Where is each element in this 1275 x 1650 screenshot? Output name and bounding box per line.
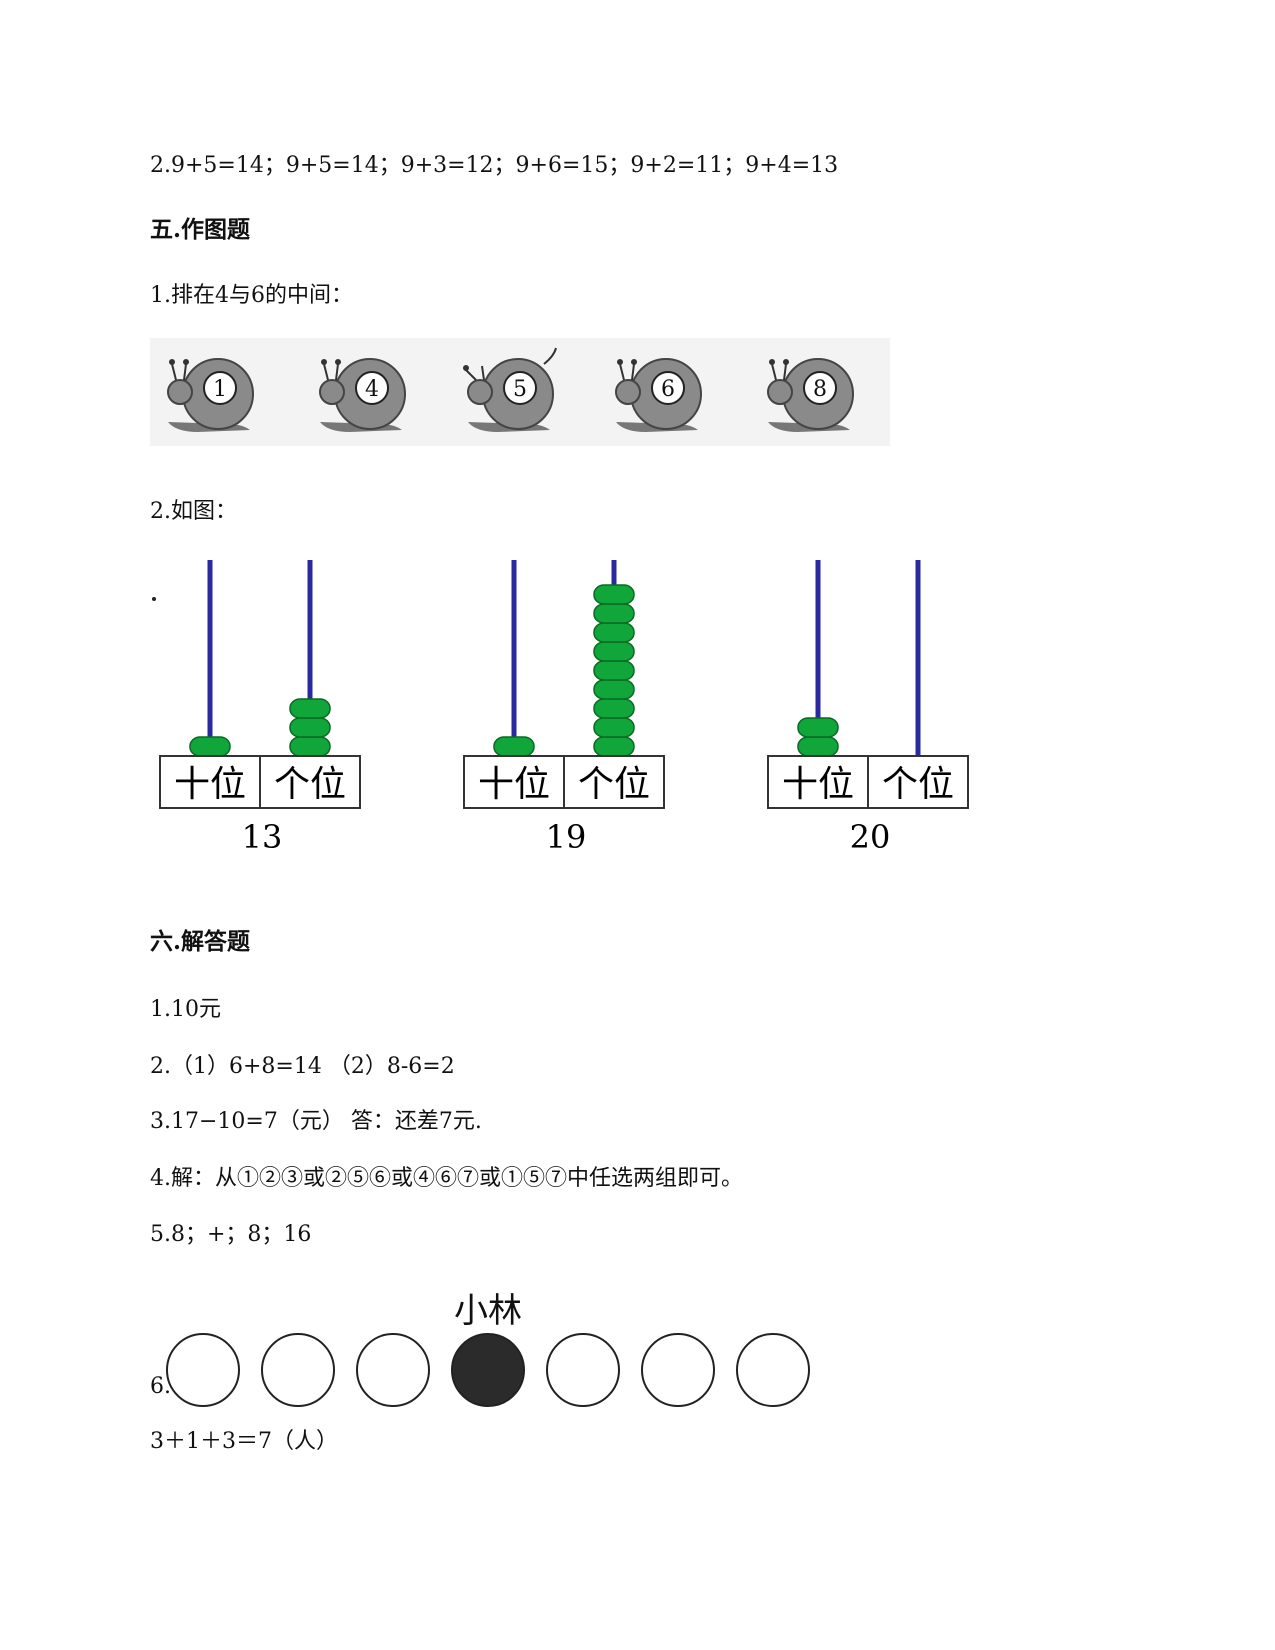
abacus-number: 13 [242,818,283,856]
ones-bead [593,622,635,643]
snail-icon: 6 [615,358,702,432]
section-heading-answers: 六.解答题 [150,928,251,955]
abacus-drawing: 十位 个位 19 [463,560,665,856]
queue-person [356,1333,430,1407]
abacus-number: 20 [850,818,891,856]
ones-bead [593,736,635,757]
snail-icon: 5 [463,347,557,432]
answer-6-label: 6. [150,1374,171,1399]
tens-bead [797,736,839,757]
ones-label: 个位 [578,764,650,805]
answer-4: 4.解：从①②③或②⑤⑥或④⑥⑦或①⑤⑦中任选两组即可。 [150,1166,743,1191]
ones-label: 个位 [274,764,346,805]
queue-figure: 小林 [150,1288,850,1428]
answer-line-4-2: 2.9+5=14；9+5=14；9+3=12；9+6=15；9+2=11；9+4… [150,153,839,178]
drawing-question-1: 1.排在4与6的中间： [150,283,353,308]
tens-bead [797,717,839,738]
tens-label: 十位 [782,764,854,805]
queue-person [736,1333,810,1407]
tens-bead [189,736,231,757]
snail-number: 1 [213,377,227,402]
answer-3: 3.17−10=7（元） 答：还差7元. [150,1109,482,1134]
answer-2: 2.（1）6+8=14 （2）8-6=2 [150,1054,455,1079]
snail-number: 4 [365,377,379,402]
abacus-13: 十位 个位 13 [158,560,378,860]
snail-icon: 8 [767,358,854,432]
ones-bead [593,603,635,624]
ones-bead [593,679,635,700]
abacus-drawing: 十位 个位 13 [159,560,361,856]
snail-number: 8 [813,377,827,402]
abacus-20: 十位 个位 20 [766,560,986,860]
snail-icon: 1 [167,358,254,432]
drawing-question-2: 2.如图： [150,499,237,524]
ones-bead [593,584,635,605]
answer-5: 5.8；+；8；16 [150,1222,312,1247]
ones-bead [289,736,331,757]
queue-person [166,1333,240,1407]
tens-label: 十位 [174,764,246,805]
abacus-drawing: 十位 个位 20 [767,560,969,856]
snail-sequence: 1 4 5 6 8 [150,338,890,446]
queue-drawing: 小林 [166,1291,810,1407]
tens-bead [493,736,535,757]
stray-dot [152,597,156,601]
ones-bead [593,641,635,662]
snail-number: 5 [513,377,527,402]
ones-bead [593,717,635,738]
section-heading-drawing: 五.作图题 [150,216,251,243]
ones-bead [289,698,331,719]
ones-bead [289,717,331,738]
answer-6-equation: 3＋1＋3＝7（人） [150,1429,338,1454]
abacus-number: 19 [546,818,587,856]
ones-bead [593,660,635,681]
queue-person [261,1333,335,1407]
snail-number: 6 [661,377,675,402]
queue-person-highlight [451,1333,525,1407]
queue-person [546,1333,620,1407]
snail-icon: 4 [319,358,406,432]
ones-label: 个位 [882,764,954,805]
abacus-19: 十位 个位 19 [462,560,682,860]
ones-bead [593,698,635,719]
queue-person [641,1333,715,1407]
queue-person-name: 小林 [454,1291,522,1331]
tens-label: 十位 [478,764,550,805]
answer-1: 1.10元 [150,997,221,1022]
